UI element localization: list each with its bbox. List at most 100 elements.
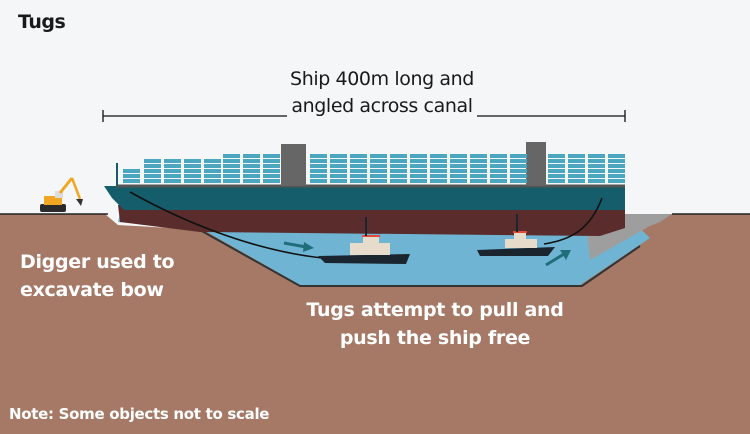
container (223, 179, 240, 183)
container (390, 179, 407, 183)
container (350, 159, 367, 163)
container (350, 164, 367, 168)
container (548, 159, 565, 163)
tugs-label: Tugs attempt to pull and push the ship f… (290, 296, 580, 352)
container (390, 174, 407, 178)
container (510, 154, 527, 158)
container (243, 154, 260, 158)
canal-bed-outline (199, 229, 641, 287)
container (310, 159, 327, 163)
ship-bridge-rear (526, 142, 546, 186)
container (390, 159, 407, 163)
container (164, 174, 181, 178)
container (568, 179, 585, 183)
container (608, 169, 625, 173)
container (370, 159, 387, 163)
container (450, 169, 467, 173)
container (310, 179, 327, 183)
container (263, 174, 280, 178)
container (223, 169, 240, 173)
container (450, 154, 467, 158)
container (144, 159, 161, 163)
container (608, 159, 625, 163)
container (243, 179, 260, 183)
tow-line-stern (543, 197, 603, 245)
container (330, 159, 347, 163)
container (568, 159, 585, 163)
scale-note: Note: Some objects not to scale (9, 405, 270, 423)
container (490, 174, 507, 178)
container (123, 169, 140, 173)
tow-line-bow (129, 191, 323, 259)
ship-bridge-front (281, 144, 306, 186)
container (548, 154, 565, 158)
container (430, 159, 447, 163)
container (490, 179, 507, 183)
container (350, 169, 367, 173)
container (310, 154, 327, 158)
container (430, 169, 447, 173)
container (370, 169, 387, 173)
container (390, 169, 407, 173)
container (144, 164, 161, 168)
container (184, 174, 201, 178)
container (204, 169, 221, 173)
container (370, 174, 387, 178)
container (548, 164, 565, 168)
digger-excavator (40, 177, 83, 212)
container (510, 174, 527, 178)
container (263, 169, 280, 173)
digger-line2: excavate bow (20, 279, 164, 301)
container (204, 164, 221, 168)
container (470, 164, 487, 168)
container (164, 159, 181, 163)
container (470, 169, 487, 173)
container (204, 179, 221, 183)
tugs-line1: Tugs attempt to pull and (306, 299, 564, 321)
container (263, 164, 280, 168)
container (608, 179, 625, 183)
container (123, 174, 140, 178)
ship-length-line1: Ship 400m long and (286, 66, 478, 93)
container (450, 164, 467, 168)
container (370, 164, 387, 168)
container (490, 159, 507, 163)
container (184, 164, 201, 168)
container (588, 179, 605, 183)
container (144, 169, 161, 173)
container (568, 169, 585, 173)
container-stacks (123, 154, 625, 183)
container (263, 159, 280, 163)
container (370, 179, 387, 183)
container (390, 164, 407, 168)
container (568, 154, 585, 158)
ship-hull-maroon (118, 205, 625, 236)
container (410, 164, 427, 168)
container (430, 174, 447, 178)
container (223, 174, 240, 178)
container (223, 164, 240, 168)
container (330, 164, 347, 168)
ship-hull-teal (104, 186, 625, 210)
container (430, 179, 447, 183)
container (164, 169, 181, 173)
container (204, 174, 221, 178)
container (410, 159, 427, 163)
container (390, 154, 407, 158)
container (184, 169, 201, 173)
container (510, 169, 527, 173)
container (548, 179, 565, 183)
digger-line1: Digger used to (20, 251, 175, 273)
container (123, 179, 140, 183)
container (164, 164, 181, 168)
container (164, 179, 181, 183)
tugs-line2: push the ship free (339, 327, 531, 349)
container (548, 174, 565, 178)
container (470, 174, 487, 178)
chart-title: Tugs (18, 11, 66, 33)
container (588, 154, 605, 158)
container (223, 159, 240, 163)
container (568, 164, 585, 168)
container (410, 179, 427, 183)
